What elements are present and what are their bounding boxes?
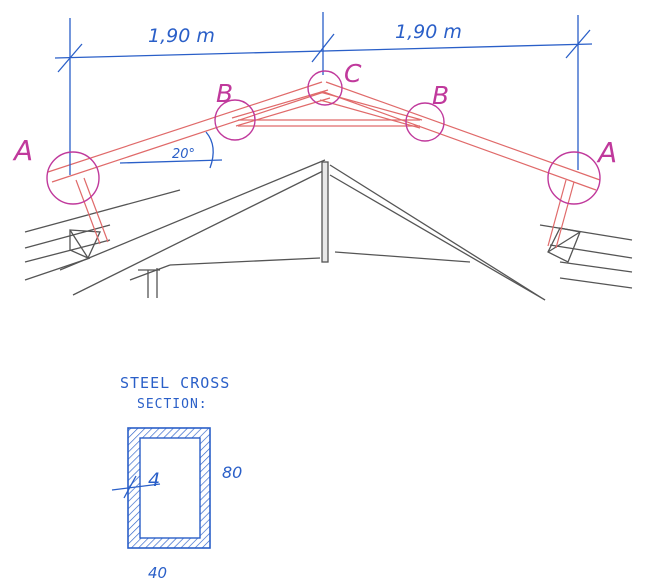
- height-label: 80: [222, 463, 242, 482]
- joint-c-circle: [307, 70, 343, 106]
- steel-truss: [47, 81, 601, 249]
- cross-section-profile: [127, 427, 211, 549]
- right-span-label: 1,90 m: [395, 21, 462, 43]
- existing-roof: [24, 159, 633, 301]
- joint-a-right-circle: [547, 151, 601, 205]
- roof-angle-label: 20°: [172, 147, 195, 162]
- joint-circles: [46, 70, 601, 205]
- cross-section-title-line2: SECTION:: [137, 397, 208, 412]
- cross-section-title-line1: STEEL CROSS: [120, 374, 230, 392]
- width-label: 40: [148, 564, 167, 582]
- joint-a-right-label: A: [596, 136, 617, 169]
- joint-b-left-label: B: [216, 79, 233, 108]
- dimension-lines: [54, 12, 593, 175]
- joint-b-right-circle: [405, 102, 445, 142]
- joint-c-label: C: [344, 59, 362, 88]
- joint-b-left-circle: [214, 99, 256, 141]
- left-span-label: 1,90 m: [148, 25, 215, 47]
- joint-a-left-circle: [46, 151, 100, 205]
- thickness-label: 4: [148, 469, 160, 491]
- thickness-marker: [111, 475, 161, 499]
- joint-b-right-label: B: [432, 81, 449, 110]
- joint-a-left-label: A: [12, 134, 33, 167]
